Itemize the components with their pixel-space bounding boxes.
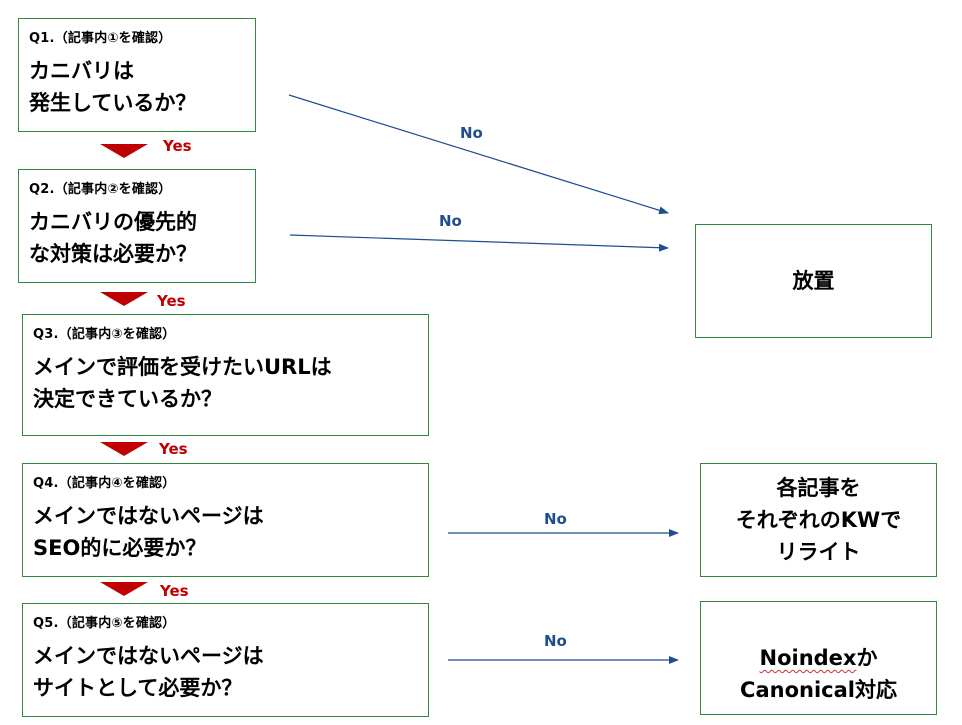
result-text-leave: 放置 [792,269,835,293]
no-label-q1: No [460,124,483,142]
yes-label-1: Yes [163,137,192,155]
result-line-noindex: Noindexか [760,610,878,674]
no-arrow-q2 [289,234,669,252]
question-text-q3: メインで評価を受けたいURLは 決定できているか？ [33,355,332,411]
yes-label-4: Yes [160,582,189,600]
question-box-q2: Q2.（記事内②を確認） カニバリの優先的 な対策は必要か？ [18,169,256,283]
result-text-canonical: Canonical対応 [740,678,897,702]
question-text-q4: メインではないページは SEO的に必要か？ [33,504,264,560]
question-label-q3: Q3.（記事内③を確認） [33,327,176,342]
question-label-q4: Q4.（記事内④を確認） [33,476,176,491]
result-box-noindex: Noindexか Canonical対応 [700,601,937,715]
question-label-q1: Q1.（記事内①を確認） [29,31,172,46]
question-box-q5: Q5.（記事内⑤を確認） メインではないページは サイトとして必要か？ [22,603,429,717]
question-label-q2: Q2.（記事内②を確認） [29,182,172,197]
yes-arrow-2 [100,292,148,306]
no-label-q4: No [544,510,567,528]
yes-arrow-3 [100,442,148,456]
result-text-rewrite: 各記事を それぞれのKWで リライト [735,476,902,564]
question-text-q5: メインではないページは サイトとして必要か？ [33,644,264,700]
result-box-leave: 放置 [695,224,932,338]
no-label-q5: No [544,632,567,650]
yes-label-3: Yes [159,440,188,458]
question-text-q2: カニバリの優先的 な対策は必要か？ [29,210,197,266]
no-arrow-q1 [288,94,669,215]
yes-label-2: Yes [157,292,186,310]
result-text-noindex-suffix: か [856,646,878,670]
result-box-rewrite: 各記事を それぞれのKWで リライト [700,463,937,577]
result-text-noindex: Noindex [759,646,857,670]
question-box-q1: Q1.（記事内①を確認） カニバリは 発生しているか？ [18,18,256,132]
no-label-q2: No [439,212,462,230]
question-box-q3: Q3.（記事内③を確認） メインで評価を受けたいURLは 決定できているか？ [22,314,429,436]
yes-arrow-4 [100,582,148,596]
question-text-q1: カニバリは 発生しているか？ [29,59,197,115]
yes-arrow-1 [100,144,148,158]
question-box-q4: Q4.（記事内④を確認） メインではないページは SEO的に必要か？ [22,463,429,577]
question-label-q5: Q5.（記事内⑤を確認） [33,616,176,631]
